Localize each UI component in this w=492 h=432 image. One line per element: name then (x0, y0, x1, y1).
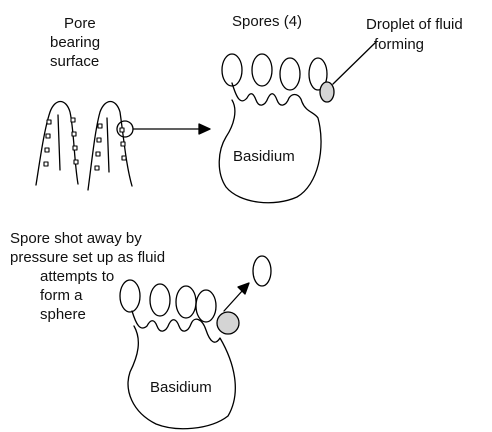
label-pore-line3: surface (50, 52, 99, 71)
eject-arrow-line (224, 290, 243, 311)
droplet-bottom (217, 312, 239, 334)
gill-left-outline (36, 102, 78, 186)
ejected-spore (253, 256, 271, 286)
gill-spore-marks (44, 118, 126, 170)
label-pore-line2: bearing (50, 33, 100, 52)
eject-arrow-head (238, 283, 249, 294)
spore-bottom-1 (120, 280, 140, 312)
spore-top-2 (252, 54, 272, 86)
label-shot-line2: pressure set up as fluid (10, 248, 165, 267)
label-pore-line1: Pore (64, 14, 96, 33)
label-shot-line4: form a (40, 286, 83, 305)
label-shot-line5: sphere (40, 305, 86, 324)
label-spores: Spores (4) (232, 12, 302, 31)
label-droplet-line2: forming (374, 35, 424, 54)
spore-top-3 (280, 58, 300, 90)
spore-bottom-2 (150, 284, 170, 316)
label-shot-line3: attempts to (40, 267, 114, 286)
label-shot-line1: Spore shot away by (10, 229, 142, 248)
basidium-top-body (219, 83, 321, 203)
droplet-pointer (333, 42, 376, 84)
spore-bottom-3 (176, 286, 196, 318)
droplet-top (320, 82, 334, 102)
gill-right-inner (107, 118, 109, 172)
spore-top-1 (222, 54, 242, 86)
label-basidium-bottom: Basidium (150, 378, 212, 397)
magnify-circle (117, 121, 133, 137)
gill-left-inner (58, 115, 60, 170)
magnify-arrow-head (199, 124, 210, 134)
label-droplet-line1: Droplet of fluid (366, 15, 463, 34)
spore-bottom-4 (196, 290, 216, 322)
label-basidium-top: Basidium (233, 147, 295, 166)
